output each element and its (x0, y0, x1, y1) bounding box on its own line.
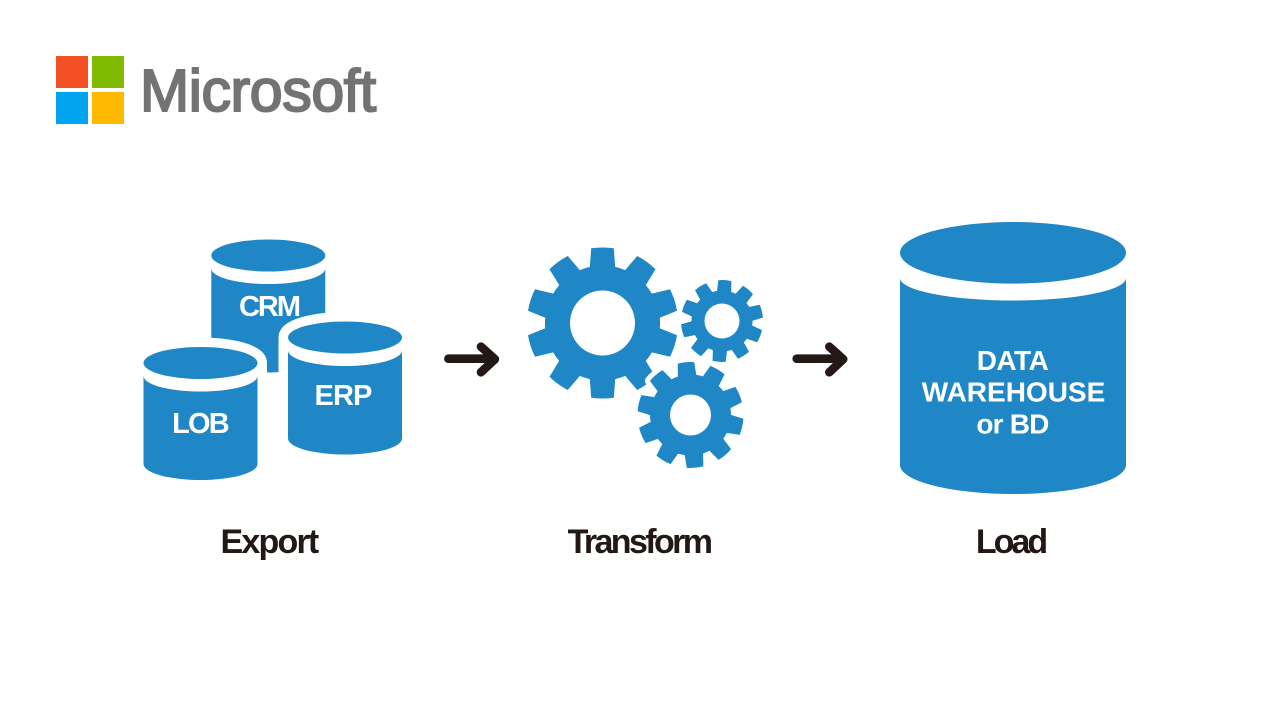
svg-text:WAREHOUSE: WAREHOUSE (922, 377, 1106, 408)
svg-text:Load: Load (976, 523, 1046, 561)
svg-text:CRM: CRM (239, 291, 300, 323)
svg-text:LOB: LOB (172, 408, 229, 440)
svg-text:DATA: DATA (977, 345, 1049, 376)
svg-text:Microsoft: Microsoft (140, 58, 376, 124)
svg-text:Transform: Transform (568, 523, 712, 561)
svg-text:Export: Export (221, 523, 319, 561)
svg-text:ERP: ERP (315, 380, 372, 412)
svg-text:or BD: or BD (976, 409, 1049, 440)
